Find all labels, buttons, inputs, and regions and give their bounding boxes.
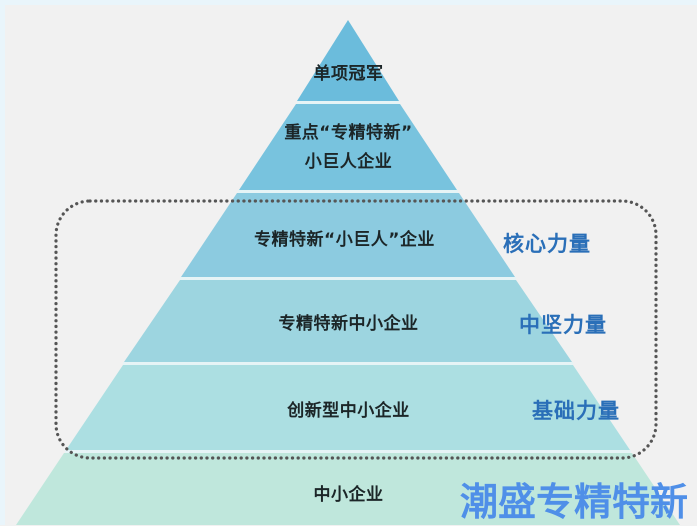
- left-strip: [0, 0, 5, 525]
- layer-5-shape: [66, 365, 630, 450]
- watermark-text: 潮盛专精特新: [460, 480, 689, 524]
- layer-3-shape: [181, 193, 515, 277]
- layer-2-label-line2: 小巨人企业: [304, 152, 393, 172]
- layer-separators: [65, 101, 631, 453]
- layer-4-label: 专精特新中小企业: [278, 314, 419, 334]
- layer-6-label: 中小企业: [313, 485, 384, 505]
- force-label-core: 核心力量: [503, 231, 591, 256]
- layer-2-shape: [239, 104, 457, 190]
- layer-5-label: 创新型中小企业: [287, 401, 410, 421]
- layer-4-shape: [124, 280, 572, 362]
- layer-6-shape: [16, 453, 680, 525]
- layer-1-label: 单项冠军: [313, 64, 384, 84]
- layer-3-label: 专精特新“小巨人”企业: [254, 230, 435, 250]
- top-strip: [0, 0, 697, 5]
- highlight-box: [54, 199, 658, 460]
- force-label-backbone: 中坚力量: [519, 312, 607, 337]
- layer-2-label-line1: 重点“专精特新”: [284, 123, 413, 143]
- layer-1-shape: [297, 20, 399, 101]
- force-label-foundation: 基础力量: [532, 398, 620, 423]
